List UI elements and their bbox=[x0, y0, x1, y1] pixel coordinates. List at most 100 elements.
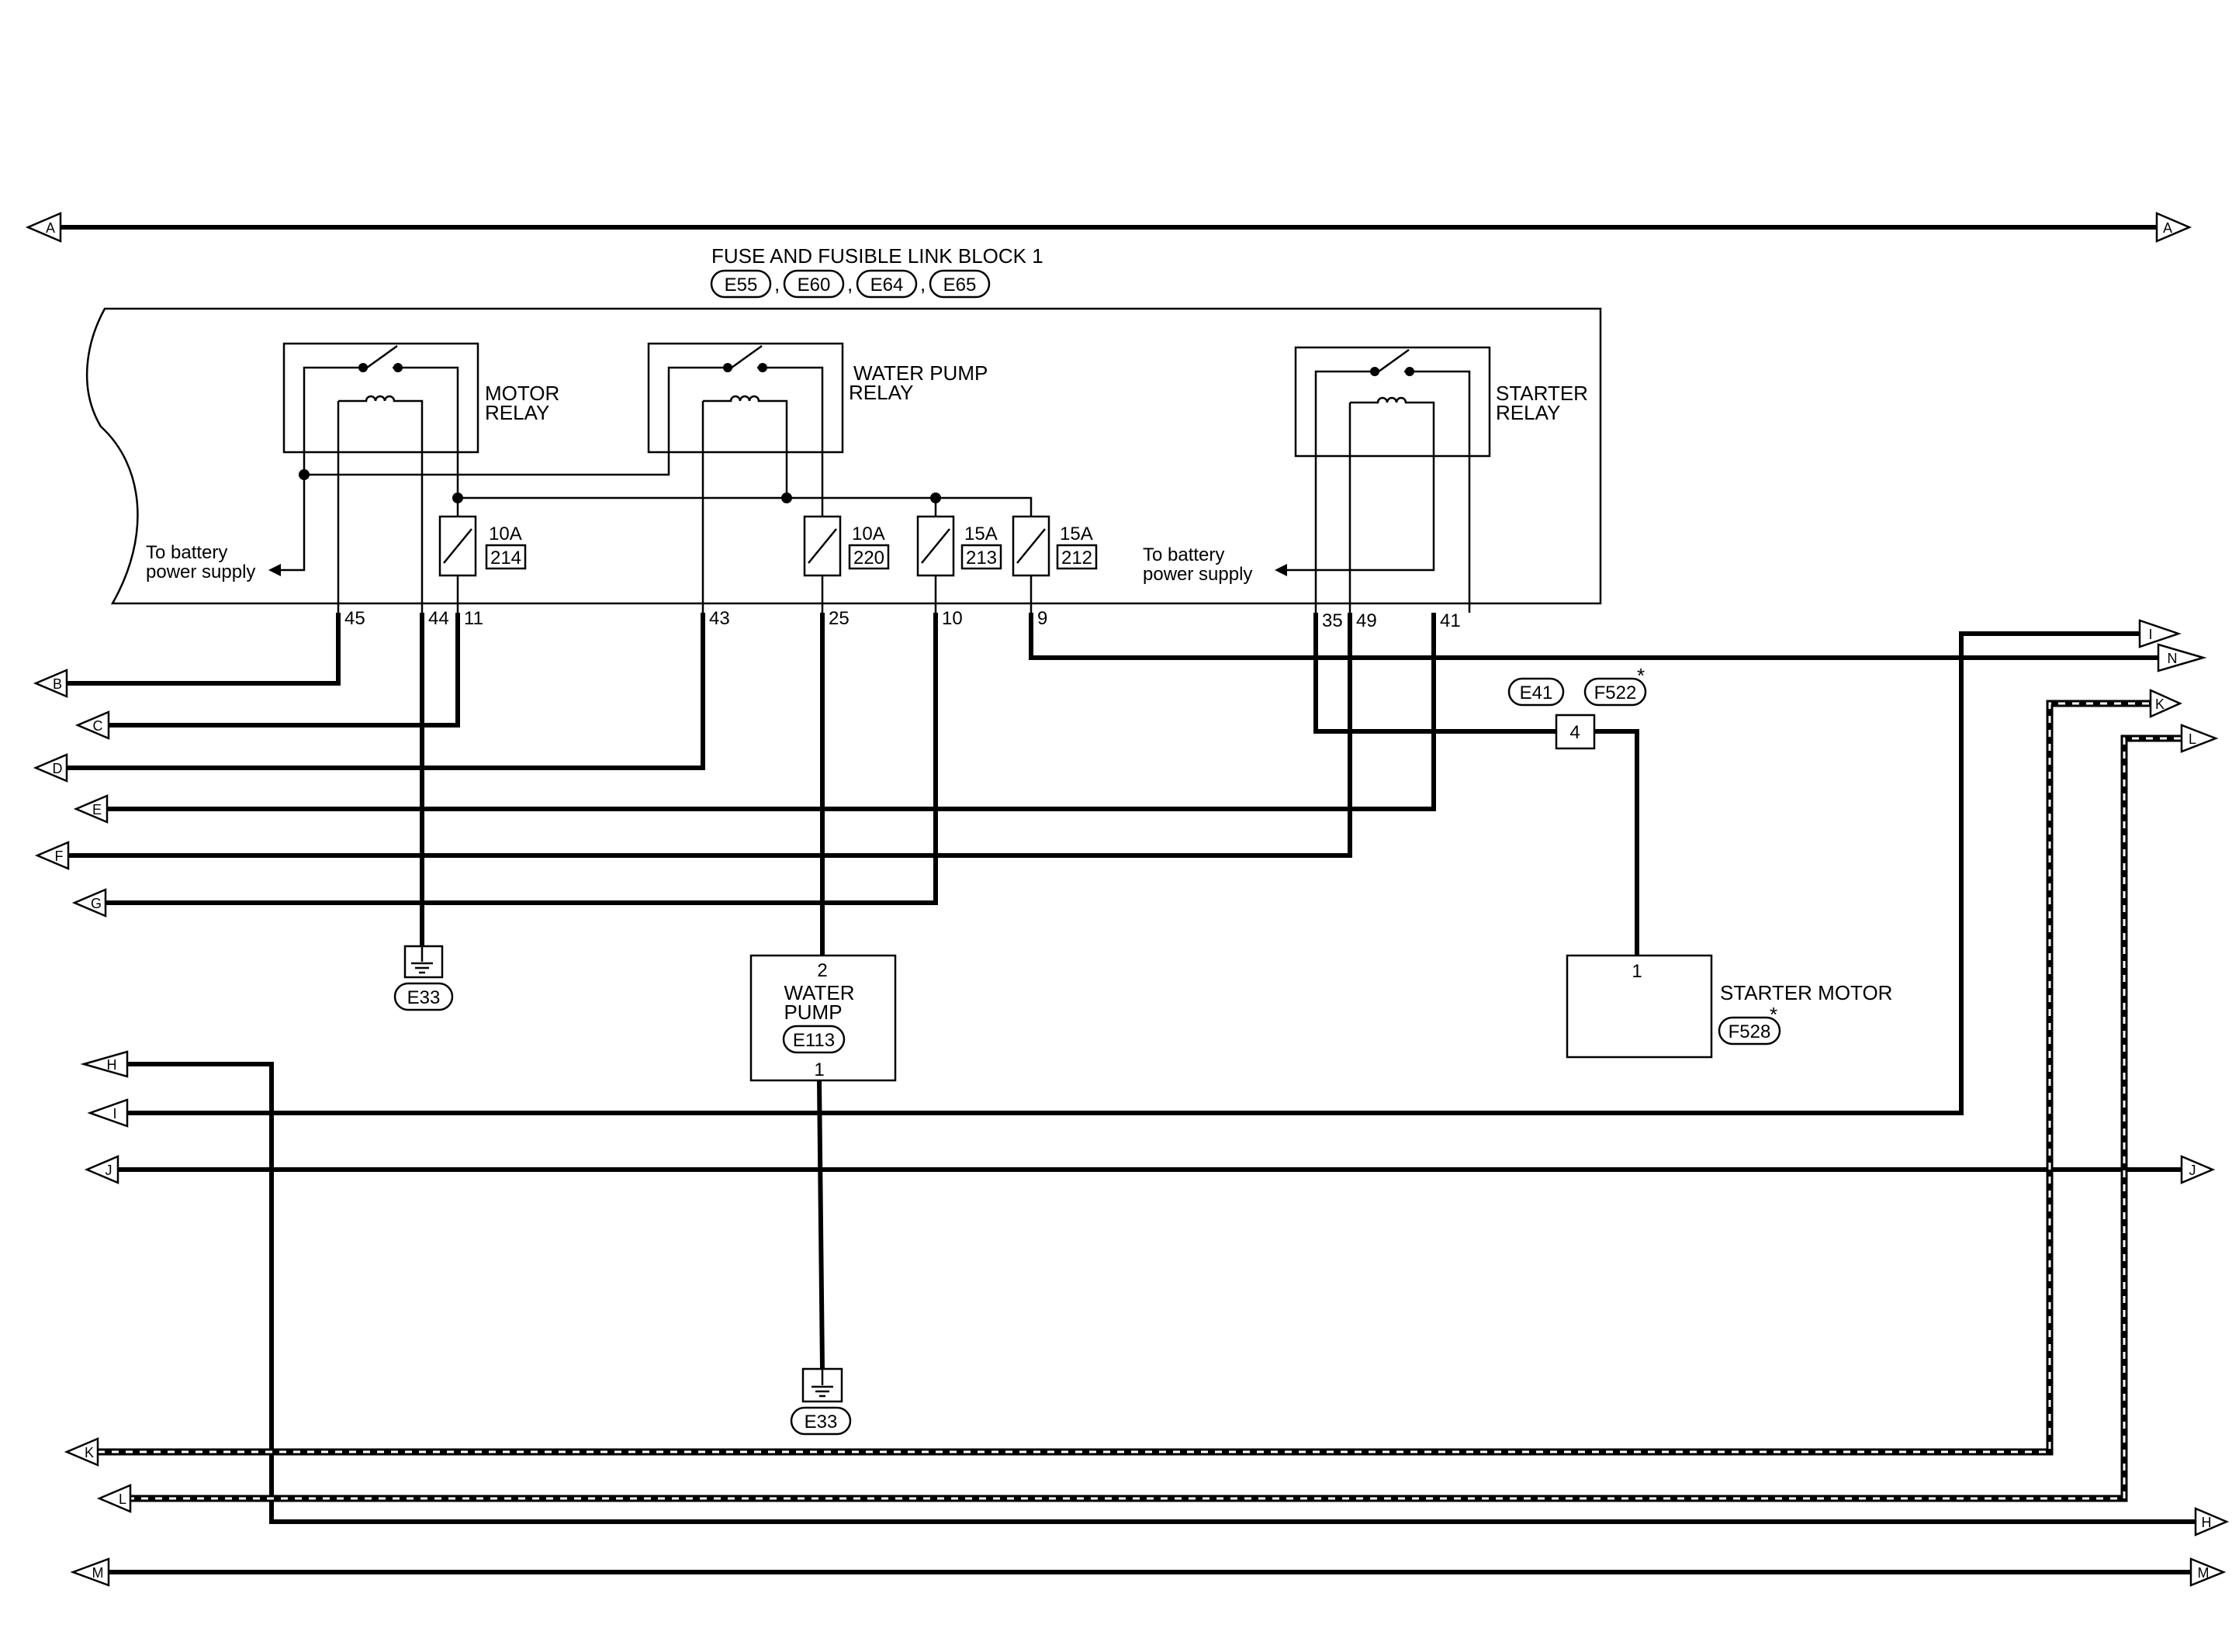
svg-text:E55: E55 bbox=[725, 275, 758, 295]
svg-text:4: 4 bbox=[1569, 722, 1580, 743]
svg-text:L: L bbox=[2189, 731, 2196, 747]
terminal-number: 41 bbox=[1440, 610, 1461, 631]
junction-dot bbox=[299, 469, 310, 480]
svg-text:C: C bbox=[93, 718, 103, 734]
internal-wiring bbox=[279, 452, 1471, 613]
svg-text:1: 1 bbox=[1632, 961, 1642, 982]
svg-text:2: 2 bbox=[817, 960, 827, 981]
svg-text:220: 220 bbox=[853, 548, 884, 569]
terminal-number: 9 bbox=[1037, 608, 1047, 629]
battery-arrow bbox=[268, 564, 281, 576]
junction-dot bbox=[452, 492, 463, 503]
connector-separator: , bbox=[847, 272, 853, 295]
svg-text:E33: E33 bbox=[805, 1412, 838, 1433]
svg-text:J: J bbox=[2189, 1163, 2196, 1178]
svg-text:A: A bbox=[2163, 220, 2172, 236]
wire-b bbox=[67, 613, 341, 686]
arrow-terminal-c: C bbox=[74, 710, 110, 740]
wire-water-pump-ground bbox=[817, 1080, 825, 1370]
wire-f bbox=[68, 613, 1352, 858]
fuse-block-title: FUSE AND FUSIBLE LINK BLOCK 1 bbox=[711, 244, 1043, 268]
connector-pin-4: 4 bbox=[1555, 714, 1596, 750]
junction-dot bbox=[930, 492, 941, 503]
arrow-terminal-f: F bbox=[34, 841, 70, 870]
arrow-terminal-l-left: L bbox=[96, 1484, 132, 1513]
terminal-number: 25 bbox=[829, 608, 850, 629]
starter-relay bbox=[1294, 346, 1491, 458]
junction-dot bbox=[781, 492, 792, 503]
wire-e bbox=[107, 613, 1436, 811]
svg-text:I: I bbox=[2148, 627, 2152, 642]
svg-text:F528: F528 bbox=[1729, 1021, 1771, 1042]
svg-text:WATER: WATER bbox=[784, 981, 855, 1004]
wire-h bbox=[127, 1062, 2196, 1524]
water-pump-relay-label: RELAY bbox=[849, 381, 913, 404]
svg-text:212: 212 bbox=[1061, 548, 1092, 569]
terminal-number: 45 bbox=[344, 608, 365, 629]
svg-text:213: 213 bbox=[966, 548, 997, 569]
starter-relay-label: RELAY bbox=[1496, 401, 1560, 424]
wire-starter-motor bbox=[1594, 729, 1639, 956]
svg-text:1: 1 bbox=[814, 1059, 824, 1080]
starter-motor-component: 1 bbox=[1566, 954, 1713, 1059]
svg-text:E64: E64 bbox=[870, 275, 904, 295]
wire-l-shielded bbox=[127, 734, 2188, 1502]
wire-k-shielded bbox=[98, 700, 2155, 1456]
svg-text:G: G bbox=[91, 896, 102, 911]
svg-text:E33: E33 bbox=[407, 987, 441, 1008]
fuse-214: 10A 214 bbox=[438, 515, 527, 577]
arrow-terminal-i-left: I bbox=[87, 1098, 129, 1128]
arrow-terminal-d: D bbox=[33, 753, 68, 783]
fuse-220: 10A 220 bbox=[803, 515, 890, 577]
svg-text:H: H bbox=[2202, 1515, 2212, 1530]
arrow-terminal-a-right: A bbox=[2155, 212, 2192, 243]
terminal-number: 35 bbox=[1322, 610, 1343, 631]
terminal-number: 11 bbox=[464, 608, 483, 629]
arrow-terminal-h-left: H bbox=[80, 1050, 129, 1078]
svg-text:E41: E41 bbox=[1520, 683, 1553, 703]
ground-symbol: E33 bbox=[393, 945, 454, 1011]
svg-text:E: E bbox=[92, 802, 102, 817]
battery-arrow bbox=[1275, 564, 1287, 576]
arrow-terminal-a-left: A bbox=[25, 212, 62, 243]
connector-e41: E41 bbox=[1507, 677, 1565, 707]
svg-text:E60: E60 bbox=[798, 275, 831, 295]
fuse-block-outline bbox=[86, 307, 1602, 605]
terminal-number: 10 bbox=[942, 608, 963, 629]
svg-text:D: D bbox=[53, 761, 63, 776]
motor-relay-label: MOTOR bbox=[485, 382, 559, 405]
svg-text:L: L bbox=[119, 1491, 126, 1507]
svg-text:214: 214 bbox=[490, 548, 521, 569]
water-pump-component: 2 WATER PUMP E113 1 bbox=[749, 954, 897, 1082]
block-connector-e60: E60 bbox=[783, 269, 845, 299]
terminal-number: 44 bbox=[428, 608, 449, 629]
arrow-terminal-j-left: J bbox=[84, 1155, 119, 1184]
svg-text:B: B bbox=[53, 676, 62, 692]
battery-note: power supply bbox=[146, 562, 255, 582]
block-connector-e64: E64 bbox=[856, 269, 918, 299]
svg-text:E65: E65 bbox=[943, 275, 977, 295]
arrow-terminal-e: E bbox=[73, 794, 109, 824]
svg-text:H: H bbox=[107, 1057, 117, 1073]
arrow-terminal-g: G bbox=[71, 888, 107, 918]
wire-i bbox=[127, 631, 2140, 1115]
starter-relay-label: STARTER bbox=[1496, 382, 1588, 405]
starter-motor-label: STARTER MOTOR bbox=[1720, 981, 1892, 1004]
block-connector-e65: E65 bbox=[929, 269, 991, 299]
wire-c bbox=[109, 613, 460, 728]
svg-text:*: * bbox=[1770, 1003, 1777, 1026]
svg-text:15A: 15A bbox=[1060, 524, 1093, 544]
arrow-terminal-h-right: H bbox=[2194, 1507, 2230, 1536]
terminal-number: 43 bbox=[709, 608, 730, 629]
block-connector-e55: E55 bbox=[710, 269, 772, 299]
arrow-terminal-k-right: K bbox=[2149, 689, 2183, 718]
arrow-terminal-m-right: M bbox=[2189, 1557, 2227, 1587]
arrow-terminal-k-left: K bbox=[64, 1437, 99, 1467]
arrow-terminal-l-right: L bbox=[2180, 724, 2219, 753]
water-pump-relay-label: WATER PUMP bbox=[853, 361, 988, 385]
fuse-213: 15A 213 bbox=[916, 515, 1002, 577]
ground-symbol: E33 bbox=[790, 1367, 852, 1436]
svg-text:I: I bbox=[112, 1106, 116, 1121]
connector-separator: , bbox=[774, 272, 780, 295]
